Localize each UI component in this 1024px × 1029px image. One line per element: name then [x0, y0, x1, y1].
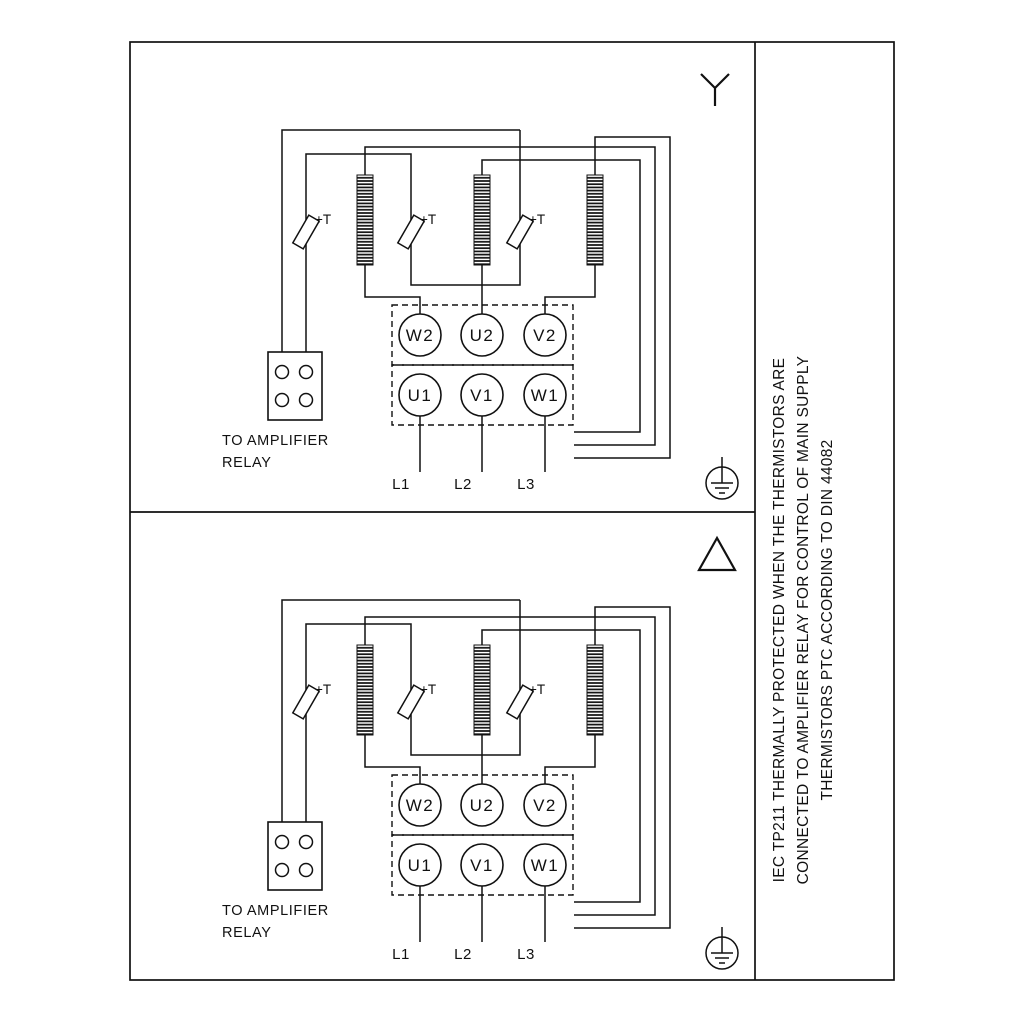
delta-symbol — [697, 535, 737, 572]
terminal-w1 — [523, 843, 567, 887]
supply-label-l3: L3 — [517, 476, 535, 493]
terminal-label-w2: W2 — [406, 326, 435, 345]
motor-winding — [356, 174, 374, 266]
motor-winding — [356, 644, 374, 736]
terminal-label-u1: U1 — [408, 856, 433, 875]
side-note: IEC TP211 THERMALLY PROTECTED WHEN THE T… — [771, 356, 836, 885]
terminal-v2 — [523, 313, 567, 357]
wiring-lines — [281, 599, 671, 942]
relay-pin — [274, 364, 290, 380]
terminal-label-u2: U2 — [470, 326, 495, 345]
relay-pin — [274, 834, 290, 850]
thermistor: +T — [505, 662, 545, 742]
wiring-lines — [281, 129, 671, 472]
thermistor-label: +T — [420, 212, 436, 227]
terminal-u2 — [460, 313, 504, 357]
thermistor-body — [396, 684, 426, 720]
delta-panel: +T +T +T W2 U2 V2 U1 V1 W1 TO AMPLIFIE — [222, 535, 739, 970]
ground-lines — [711, 927, 733, 964]
thermistor-label: +T — [315, 682, 331, 697]
motor-winding — [586, 174, 604, 266]
motor-winding — [473, 174, 491, 266]
supply-label-l1: L1 — [392, 946, 410, 963]
supply-label-l2: L2 — [454, 476, 472, 493]
terminal-label-v2: V2 — [533, 326, 557, 345]
terminal-w2 — [398, 783, 442, 827]
relay-caption-line1: TO AMPLIFIER — [222, 903, 329, 919]
terminal-label-u2: U2 — [470, 796, 495, 815]
terminal-board-lower — [391, 364, 574, 426]
thermistor-body — [505, 684, 535, 720]
thermistor-body — [396, 214, 426, 250]
supply-label-l1: L1 — [392, 476, 410, 493]
thermistor: +T — [291, 192, 331, 272]
side-note-line2: CONNECTED TO AMPLIFIER RELAY FOR CONTROL… — [795, 356, 812, 885]
relay-caption-line1: TO AMPLIFIER — [222, 433, 329, 449]
terminal-label-v1: V1 — [470, 386, 494, 405]
outer-border — [129, 41, 895, 981]
terminal-v2 — [523, 783, 567, 827]
thermistor-label: +T — [529, 212, 545, 227]
motor-winding — [586, 644, 604, 736]
star-panel: +T +T +T W2 U2 V2 U1 V1 W1 T — [222, 73, 739, 500]
relay-pin — [298, 364, 314, 380]
terminal-u1 — [398, 373, 442, 417]
terminal-label-v1: V1 — [470, 856, 494, 875]
terminal-v1 — [460, 373, 504, 417]
terminal-w2 — [398, 313, 442, 357]
terminal-u2 — [460, 783, 504, 827]
relay-connector — [267, 821, 323, 891]
relay-pin — [298, 392, 314, 408]
terminal-label-w1: W1 — [531, 386, 560, 405]
thermistor-body — [505, 214, 535, 250]
terminal-w1 — [523, 373, 567, 417]
relay-pin — [298, 834, 314, 850]
relay-caption-line2: RELAY — [222, 455, 271, 471]
motor-winding — [473, 644, 491, 736]
supply-label-l3: L3 — [517, 946, 535, 963]
thermistor: +T — [396, 662, 436, 742]
earth-ground-symbol — [705, 457, 739, 500]
relay-pin — [298, 862, 314, 878]
thermistor-label: +T — [529, 682, 545, 697]
thermistor-label: +T — [420, 682, 436, 697]
terminal-v1 — [460, 843, 504, 887]
thermistor-body — [291, 214, 321, 250]
thermistor: +T — [291, 662, 331, 742]
thermistor-body — [291, 684, 321, 720]
terminal-label-w1: W1 — [531, 856, 560, 875]
star-symbol — [700, 73, 730, 106]
side-note-line1: IEC TP211 THERMALLY PROTECTED WHEN THE T… — [771, 358, 788, 883]
relay-connector — [267, 351, 323, 421]
relay-pin — [274, 862, 290, 878]
ground-lines — [711, 457, 733, 494]
terminal-board-lower — [391, 834, 574, 896]
thermistor: +T — [505, 192, 545, 272]
thermistor-label: +T — [315, 212, 331, 227]
supply-label-l2: L2 — [454, 946, 472, 963]
side-note-line3: THERMISTORS PTC ACCORDING TO DIN 44082 — [819, 439, 836, 800]
thermistor: +T — [396, 192, 436, 272]
relay-pin — [274, 392, 290, 408]
terminal-label-w2: W2 — [406, 796, 435, 815]
terminal-u1 — [398, 843, 442, 887]
terminal-label-v2: V2 — [533, 796, 557, 815]
relay-caption-line2: RELAY — [222, 925, 271, 941]
terminal-label-u1: U1 — [408, 386, 433, 405]
earth-ground-symbol — [705, 927, 739, 970]
